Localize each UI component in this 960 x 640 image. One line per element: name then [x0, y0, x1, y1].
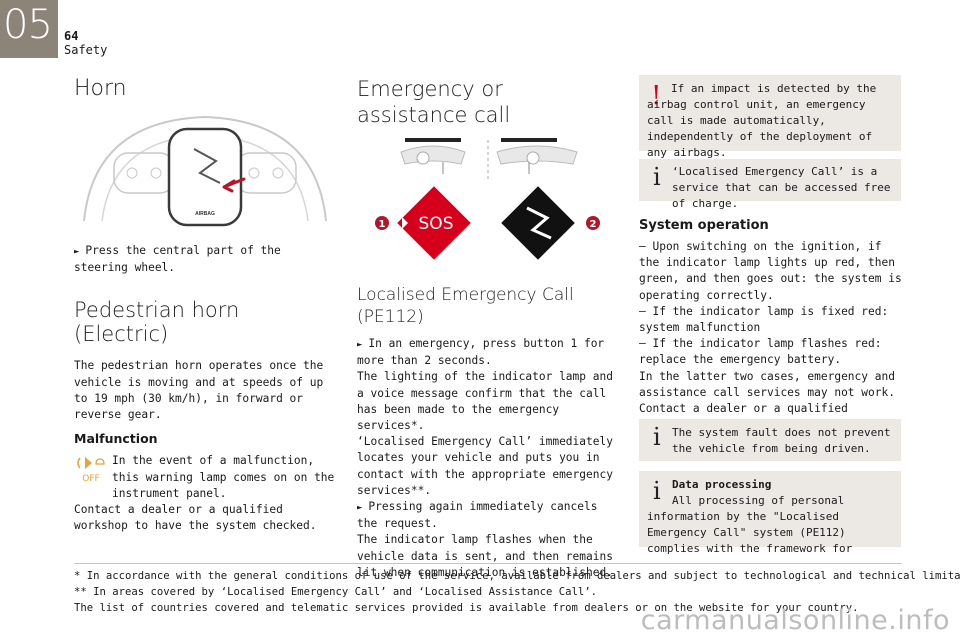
emergency-instruction-1: ►In an emergency, press button 1 for mor… [357, 337, 605, 368]
system-line: – If the indicator lamp is fixed red: sy… [639, 304, 889, 335]
emergency-instruction-2: ►Pressing again immediately cancels the … [357, 500, 598, 531]
chapter-number: 05 [3, 2, 53, 48]
data-processing-text: All processing of personal information b… [647, 494, 853, 555]
column-emergency: Emergency or assistance call SOS 1 2 Loc… [357, 76, 619, 581]
chapter-tab: 05 [0, 0, 58, 58]
info-icon: i [653, 163, 661, 191]
system-operation: System operation – Upon switching on the… [639, 218, 903, 433]
pedestrian-horn-body: The pedestrian horn operates once the ve… [74, 359, 324, 422]
bullet-arrow-icon: ► [74, 247, 80, 257]
press-arrow-icon [222, 177, 246, 193]
note-data-processing: i Data processing All processing of pers… [639, 471, 901, 555]
pe112-title: Localised Emergency Call (PE112) [357, 285, 574, 327]
system-operation-body: – Upon switching on the ignition, if the… [639, 239, 903, 433]
airbag-label: AIRBAG [195, 211, 215, 217]
system-line: – Upon switching on the ignition, if the… [639, 240, 902, 302]
bullet-arrow-icon: ► [357, 340, 363, 350]
system-operation-title: System operation [639, 218, 769, 233]
page-number: 64 [64, 29, 79, 43]
svg-text:SOS: SOS [419, 214, 454, 234]
data-processing-title: Data processing [672, 478, 772, 491]
callout-2: 2 [590, 219, 597, 230]
footnote-3: The list of countries covered and telema… [74, 602, 859, 614]
horn-title: Horn [74, 76, 127, 101]
emergency-p3: The indicator lamp flashes when the vehi… [357, 533, 613, 579]
sos-button-icon: SOS [397, 186, 471, 260]
note-fault: i The system fault does not prevent the … [639, 419, 901, 461]
system-line: – If the indicator lamp flashes red: rep… [639, 337, 882, 367]
malfunction-text-2: Contact a dealer or a qualified workshop… [74, 503, 317, 533]
column-horn: Horn AIRBAG ►Press the central part of t… [74, 76, 336, 534]
emergency-title: Emergency or assistance call [357, 77, 511, 127]
malfunction-block: OFF In the event of a malfunction, this … [74, 453, 336, 502]
note-impact-text: If an impact is detected by the airbag c… [647, 82, 877, 159]
info-icon: i [653, 423, 661, 451]
emergency-p1: The lighting of the indicator lamp and a… [357, 370, 613, 433]
emergency-p2: ‘Localised Emergency Call’ immediately l… [357, 435, 613, 497]
horn-instruction: ►Press the central part of the steering … [74, 244, 281, 275]
bullet-arrow-icon: ► [357, 503, 363, 514]
pedestrian-horn-warning-icon: OFF [77, 457, 105, 483]
footnote-divider [74, 563, 902, 564]
system-line: In the latter two cases, emergency and a… [639, 369, 895, 399]
pedestrian-horn-title: Pedestrian horn (Electric) [74, 298, 240, 347]
note-free-text: ‘Localised Emergency Call’ is a service … [672, 165, 891, 210]
warning-exclamation-icon: ! [651, 81, 662, 111]
malfunction-title: Malfunction [74, 431, 158, 447]
assistance-button-icon [501, 186, 575, 260]
note-free: i ‘Localised Emergency Call’ is a servic… [639, 159, 901, 210]
svg-text:OFF: OFF [82, 474, 99, 483]
callout-1: 1 [379, 219, 386, 230]
watermark: carmanualsonline.info [640, 605, 950, 636]
footnote-1: * In accordance with the general conditi… [74, 570, 960, 582]
note-fault-text: The system fault does not prevent the ve… [672, 426, 891, 455]
steering-wheel-illustration: AIRBAG [83, 115, 327, 227]
footnote-2: ** In areas covered by ‘Localised Emerge… [74, 586, 597, 598]
section-name: Safety [64, 43, 108, 57]
emergency-button-illustration: SOS 1 2 [375, 138, 600, 260]
note-impact: ! If an impact is detected by the airbag… [639, 75, 901, 159]
malfunction-text: In the event of a malfunction, this warn… [112, 454, 335, 500]
info-icon: i [653, 477, 661, 505]
